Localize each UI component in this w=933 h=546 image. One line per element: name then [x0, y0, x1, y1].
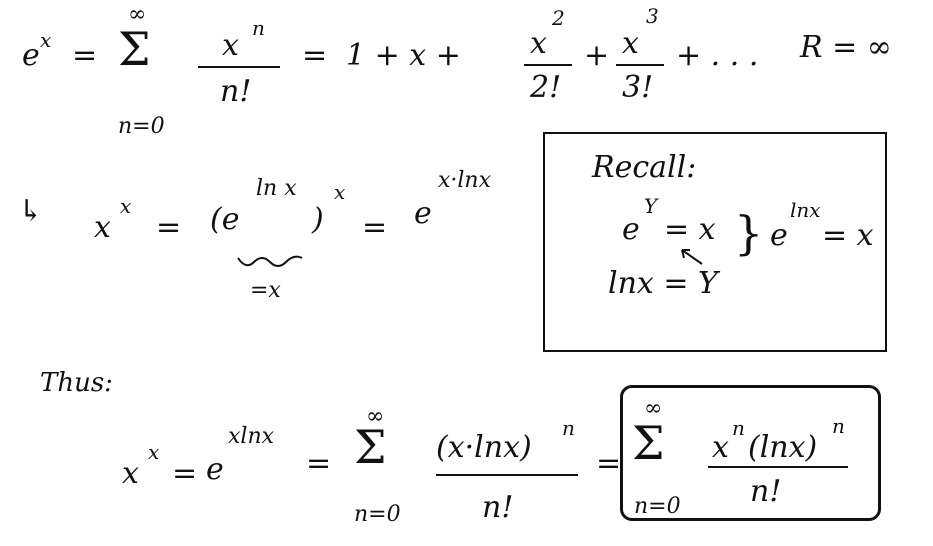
equals-sign: = — [596, 446, 622, 481]
fraction-bar — [198, 66, 280, 68]
recall-result: = x — [822, 218, 874, 253]
recall-result-exponent: lnx — [790, 198, 821, 222]
curly-brace: } — [734, 206, 764, 260]
fraction-numerator: (x·lnx) — [436, 430, 532, 465]
box-sum-lower-limit: n=0 — [634, 494, 681, 519]
arrow-icon: ↳ — [18, 194, 44, 229]
numerator-exponent: n — [562, 416, 575, 440]
x-base: x — [94, 210, 111, 245]
equals-sign: = — [302, 38, 328, 73]
sum-lower-limit: n=0 — [118, 114, 165, 139]
e-base: e — [206, 452, 224, 487]
box-denominator: n! — [750, 474, 782, 509]
fraction-denominator: n! — [220, 74, 252, 109]
box-numerator-ln: (lnx) — [748, 430, 818, 465]
box-summation-sign: Σ — [632, 416, 665, 470]
thus-label: Thus: — [40, 368, 113, 398]
paren-exponent: ln x — [256, 176, 297, 201]
paren-close: ) — [312, 202, 324, 237]
equals-sign: = — [156, 210, 182, 245]
fraction-bar — [708, 466, 848, 468]
recall-e-exponent: Y — [644, 194, 658, 218]
e-base: e — [414, 196, 432, 231]
fraction-bar — [524, 64, 572, 66]
series-terms: 1 + x + — [346, 38, 461, 73]
term-numerator: x — [530, 26, 547, 61]
term-exponent: 2 — [552, 6, 565, 30]
fraction-bar — [436, 474, 578, 476]
term-denominator: 2! — [530, 70, 562, 105]
arrow-icon — [681, 249, 703, 265]
sum-lower-limit: n=0 — [354, 502, 401, 527]
paren-expression: (e — [210, 202, 240, 237]
box-numerator-ln-exponent: n — [832, 414, 845, 438]
equals-sign: = — [306, 446, 332, 481]
box-numerator-exponent: n — [732, 416, 745, 440]
x-exponent: x — [148, 440, 160, 464]
fraction-denominator: n! — [482, 490, 514, 525]
recall-e-base: e — [622, 212, 640, 247]
x-base: x — [122, 456, 139, 491]
plus-sign: + — [584, 38, 610, 73]
recall-title: Recall: — [592, 150, 697, 185]
e-exponent: xlnx — [228, 424, 275, 449]
final-result-box — [620, 385, 881, 521]
under-note: =x — [250, 278, 281, 303]
underbrace-squiggle — [237, 255, 303, 267]
summation-sign: Σ — [118, 22, 151, 76]
sum-upper-limit: ∞ — [128, 2, 147, 27]
x-exponent: x — [120, 194, 132, 218]
equals-sign: = — [362, 210, 388, 245]
equals-sign: = — [172, 456, 198, 491]
term-exponent: 3 — [646, 4, 659, 28]
recall-eq-b: lnx = Y — [608, 266, 718, 301]
box-numerator-x: x — [712, 430, 729, 465]
e-exponent: x·lnx — [438, 168, 492, 193]
numerator-exponent: n — [252, 16, 265, 40]
recall-eq-a: = x — [664, 212, 716, 247]
fraction-bar — [616, 64, 664, 66]
radius-of-convergence: R = ∞ — [800, 30, 892, 65]
term-numerator: x — [622, 26, 639, 61]
recall-result-base: e — [770, 218, 788, 253]
sum-upper-limit: ∞ — [366, 404, 385, 429]
summation-sign: Σ — [354, 420, 387, 474]
exp-exponent: x — [40, 28, 52, 52]
recall-box — [543, 132, 887, 352]
exp-base: e — [22, 38, 40, 73]
equals-sign: = — [72, 38, 98, 73]
series-tail: + . . . — [676, 38, 759, 73]
fraction-numerator: x — [222, 28, 239, 63]
term-denominator: 3! — [622, 70, 654, 105]
box-sum-upper-limit: ∞ — [644, 396, 663, 421]
outer-exponent: x — [334, 180, 346, 204]
